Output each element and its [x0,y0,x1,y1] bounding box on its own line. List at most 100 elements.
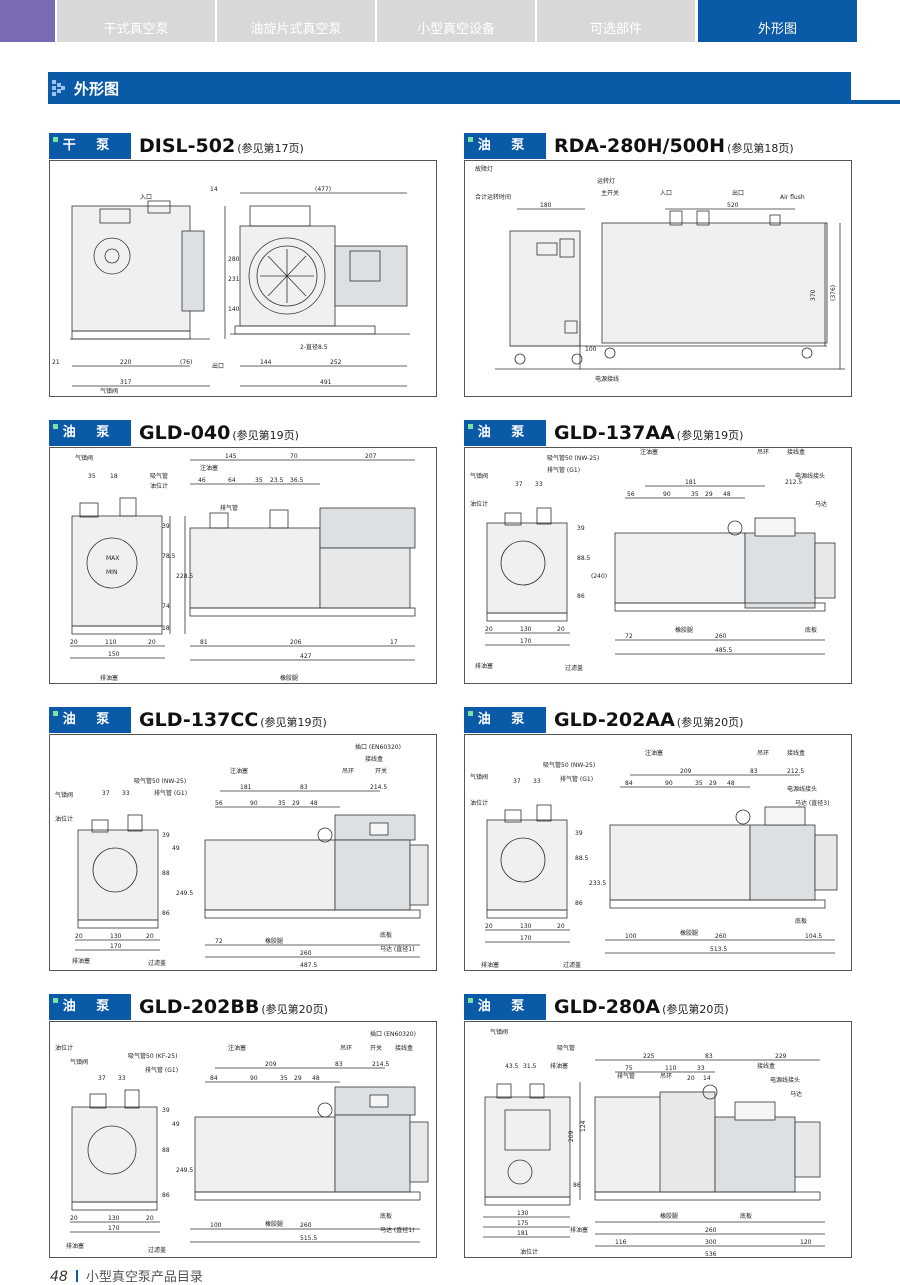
page-reference: (参见第19页) [260,716,327,729]
dimension-value: (76) [180,359,192,366]
part-label: 排气管 (G1) [145,1066,178,1074]
dimension-value: 110 [105,639,117,646]
dimension-value: 20 [146,1215,154,1222]
part-label: 吊环 [342,768,354,775]
tab-oil-rotary-pump[interactable]: 油旋片式真空泵 [217,0,376,42]
dimension-value: 104.5 [805,933,822,940]
dimension-value: 37 [515,481,523,488]
dimension-value: 18 [110,473,118,480]
dimension-value: 83 [750,768,758,775]
dimension-value: 100 [210,1222,222,1229]
dimension-value: 90 [250,1075,258,1082]
dimension-value: 536 [705,1251,717,1257]
part-label: 运转灯 [597,177,615,185]
dimension-value: 86 [575,900,583,907]
page-number: 48 [50,1269,68,1285]
part-label: 底板 [380,1212,392,1220]
part-label: 排气管 [220,504,238,512]
dimension-value: 100 [585,346,597,353]
dimension-value: 260 [300,1222,312,1229]
model-name: GLD-280A(参见第20页) [554,996,729,1018]
pump-type-tag: 油 泵 [49,420,131,446]
dimension-value: 29 [292,800,300,807]
part-label: 过滤盖 [563,961,581,969]
dimension-value: 88.5 [575,855,589,862]
part-label: 马达 [815,500,827,508]
dimension-value: 212.5 [785,479,802,486]
dimension-value: 35 [88,473,96,480]
dimension-value: 86 [162,910,170,917]
dimension-value: 491 [320,379,332,386]
dimension-value: 31.5 [523,1063,537,1070]
dimension-value: 74 [162,603,170,610]
dimension-value: 39 [162,832,170,839]
pump-type-tag: 油 泵 [49,707,131,733]
dimension-value: 427 [300,653,312,660]
dimension-value: 56 [627,491,635,498]
tab-small-vacuum-equipment[interactable]: 小型真空设备 [377,0,536,42]
dimension-value: 249.5 [176,1167,193,1174]
dimension-value: 46 [198,477,206,484]
part-label: 橡胶腿 [680,929,698,937]
model-name: RDA-280H/500H(参见第18页) [554,135,794,157]
part-label: 过滤盖 [148,1246,166,1254]
dimension-value: 37 [98,1075,106,1082]
dimension-value: 29 [709,780,717,787]
label-gas-ballast: 气镇阀 [100,387,118,395]
dimension-value: 88 [162,1147,170,1154]
tab-dry-pump[interactable]: 干式真空泵 [57,0,216,42]
dimension-value: 49 [172,1121,180,1128]
dimension-value: (477) [315,186,331,193]
dimension-value: 145 [225,453,237,460]
dimension-value: 20 [485,626,493,633]
part-label: 排气管 (G1) [154,789,187,797]
dimension-value: 90 [665,780,673,787]
part-label: 出口 [732,189,744,197]
dimension-value: 43.5 [505,1063,519,1070]
dimension-value: 48 [727,780,735,787]
page-reference: (参见第18页) [727,142,794,155]
dimension-value: 20 [557,626,565,633]
label-outlet: 出口 [212,362,224,370]
dimension-value: 209 [680,768,692,775]
dimension-value: 170 [520,935,532,942]
dimension-value: 120 [800,1239,812,1246]
outline-drawing: 插口 (EN60320) 接线盒 开关 注油塞 吊环 吸气管50 (NW-25)… [49,734,437,971]
part-label: 排气管 [617,1072,635,1080]
dimension-value: 520 [727,202,739,209]
dimension-value: 75 [625,1065,633,1072]
dimension-value: 228.5 [176,573,193,580]
dimension-value: 260 [300,950,312,957]
dimension-value: 83 [705,1053,713,1060]
part-label: 故障灯 [475,165,493,173]
dimension-value: 181 [685,479,697,486]
dimension-value: 110 [665,1065,677,1072]
part-label: 底板 [805,626,817,634]
part-label: 橡胶腿 [265,1220,283,1228]
part-label: 油位计 [470,799,488,807]
dimension-value: 144 [260,359,272,366]
dimension-value: 48 [312,1075,320,1082]
dimension-value: 86 [162,1192,170,1199]
tab-optional-parts[interactable]: 可选部件 [537,0,696,42]
part-label: 气镇阀 [470,773,488,781]
footer-separator [75,1270,78,1282]
pump-type-tag: 油 泵 [464,420,546,446]
dimension-value: 20 [70,1215,78,1222]
part-label: 注油塞 [640,448,658,456]
dimension-value: 280 [228,256,240,263]
part-label: 排油塞 [66,1242,84,1250]
outline-drawing: 注油塞 吊环 接线盒 吸气管50 (NW-25) 排气管 (G1) 电源线接头 … [464,734,852,971]
dimension-value: 33 [697,1065,705,1072]
tab-outline-drawings[interactable]: 外形图 [698,0,858,42]
dimension-value: 212.5 [787,768,804,775]
dimension-value: 78.5 [162,553,176,560]
part-label: 排气管 (G1) [547,466,580,474]
top-nav: 干式真空泵 油旋片式真空泵 小型真空设备 可选部件 外形图 [0,0,900,42]
dimension-value: 39 [162,1107,170,1114]
part-label: 气镇阀 [470,472,488,480]
dimension-value: 260 [705,1227,717,1234]
part-label: 排油塞 [100,674,118,682]
model-name: GLD-202AA(参见第20页) [554,709,744,731]
dimension-value: 487.5 [300,962,317,969]
